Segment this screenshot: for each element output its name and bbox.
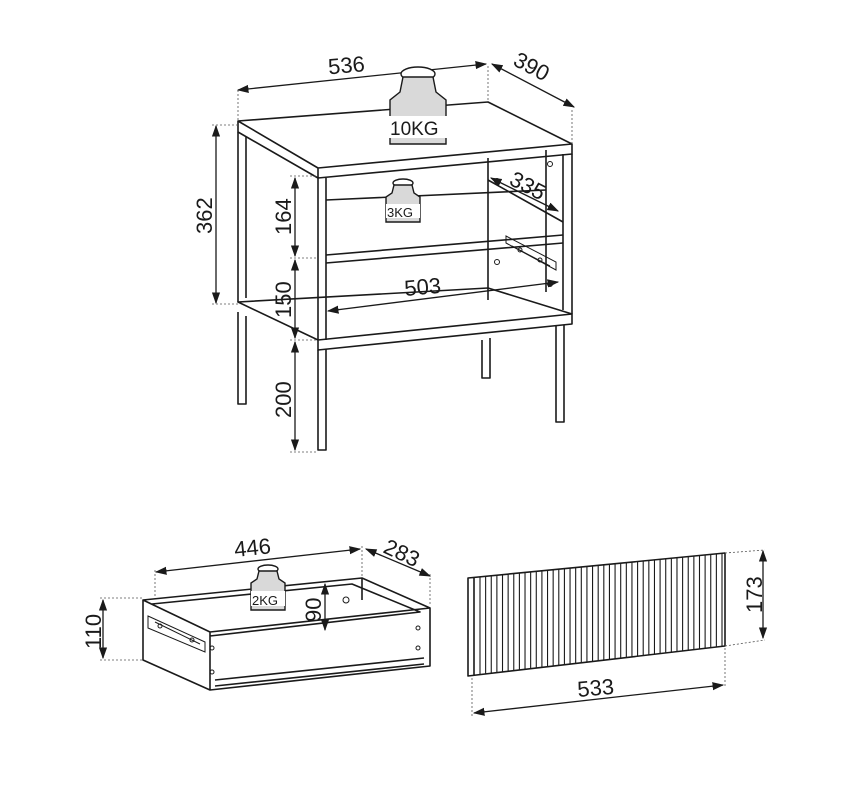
weight-3kg-icon: 3KG bbox=[385, 178, 421, 223]
back-inner-edge bbox=[487, 150, 547, 300]
drawer-depth-label: 283 bbox=[380, 534, 424, 572]
drawer-space-label: 150 bbox=[271, 281, 296, 318]
drawer-body bbox=[142, 577, 431, 691]
drawer-screw-holes bbox=[209, 596, 421, 675]
weight-10kg-icon: 10KG bbox=[389, 66, 447, 145]
right-side-panel bbox=[562, 154, 573, 314]
inner-width-label: 503 bbox=[403, 273, 442, 301]
weight-drawer-label: 2KG bbox=[252, 593, 278, 608]
drawer-width-label: 446 bbox=[233, 533, 272, 562]
weight-top-label: 10KG bbox=[390, 119, 439, 140]
leg-front-left bbox=[317, 349, 327, 451]
cabinet-depth-label: 390 bbox=[510, 47, 554, 86]
front-width-label: 533 bbox=[576, 674, 615, 702]
drawer-drawing bbox=[142, 577, 431, 691]
drawer-front-drawing bbox=[467, 552, 726, 677]
front-height-label: 173 bbox=[742, 576, 767, 613]
cabinet-drawer-slide bbox=[505, 235, 557, 271]
drawer-inner-height-label: 90 bbox=[301, 598, 326, 622]
front-dimension-lines bbox=[472, 549, 768, 716]
weight-shelf-label: 3KG bbox=[387, 205, 413, 220]
shelf-space-label: 164 bbox=[271, 198, 296, 235]
leg-back-left bbox=[237, 312, 247, 405]
front-panel-slats bbox=[479, 553, 723, 675]
front-extension-lines bbox=[471, 549, 766, 716]
left-side-panel bbox=[237, 132, 247, 302]
leg-front-right bbox=[555, 325, 565, 423]
drawer-dimension-lines bbox=[98, 546, 432, 660]
inner-depth-label: 335 bbox=[506, 166, 550, 205]
cabinet-height-label: 362 bbox=[192, 197, 217, 234]
drawer-bottom bbox=[214, 657, 425, 687]
nightstand-dimension-lines bbox=[211, 61, 576, 452]
drawer-height-label: 110 bbox=[81, 614, 106, 649]
drawer-slide bbox=[147, 615, 206, 653]
cabinet-width-label: 536 bbox=[327, 51, 366, 79]
leg-back-right bbox=[481, 338, 491, 379]
leg-height-label: 200 bbox=[271, 381, 296, 418]
front-panel-outline bbox=[467, 552, 726, 677]
front-left-edge bbox=[317, 178, 327, 340]
middle-shelf bbox=[325, 179, 564, 264]
weight-2kg-icon: 2KG bbox=[250, 564, 286, 611]
